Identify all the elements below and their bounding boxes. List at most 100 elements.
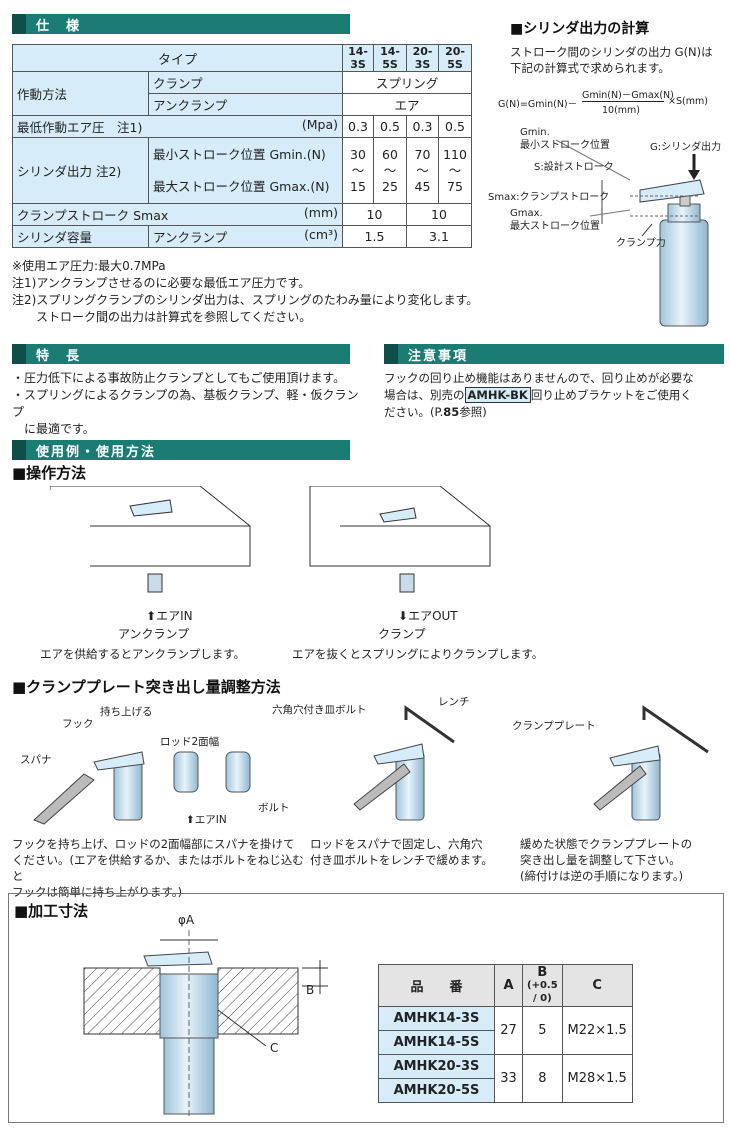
clamp-force-label: クランプ力 xyxy=(616,238,666,249)
stroke-label: クランプストローク Smax (mm) xyxy=(12,203,343,226)
caption-line: 緩めた状態でクランププレートの xyxy=(520,837,693,851)
table-row: アンクランプ エア xyxy=(13,93,472,116)
note-line: 注2)スプリングクランプのシリンダ出力は、スプリングのたわみ量により変化します。 xyxy=(12,293,479,307)
clamp-value: スプリング xyxy=(342,71,472,94)
gmin-text: Gmin. xyxy=(520,127,550,138)
plate-section-right xyxy=(217,967,299,1035)
unclamp-description: エアを供給するとアンクランプします。 xyxy=(40,647,246,661)
type-header: タイプ xyxy=(12,44,343,72)
header-marker xyxy=(12,440,26,460)
formula-fraction-line xyxy=(582,101,664,102)
usage-section-header: 使用例・使用方法 xyxy=(12,440,350,460)
cylinder-bottom-left xyxy=(147,573,163,593)
spec-notes: ※使用エア圧力:最大0.7MPa 注1)アンクランプさせるのに必要な最低エア圧力… xyxy=(12,258,502,326)
design-stroke-label: S:設計ストローク xyxy=(534,162,614,173)
feature-item: ・スプリングによるクランプの為、基板クランプ、軽・仮クランプ xyxy=(12,388,359,419)
header-marker xyxy=(384,344,398,364)
hex-bolt-label: 六角穴付き皿ボルト xyxy=(272,704,367,716)
output-cell: 70～45 xyxy=(406,137,439,204)
table-row: AMHK14-3S 27 5 M22×1.5 xyxy=(378,1006,633,1055)
pressure-value: 0.5 xyxy=(438,115,472,138)
header-marker xyxy=(12,344,26,364)
gmax-label: 最大ストローク位置 Gmax.(N) xyxy=(153,178,330,194)
hook-label: フック xyxy=(62,718,94,730)
hook-2 xyxy=(373,743,425,765)
clamp-stroke-label: Smax:クランプストローク xyxy=(488,192,610,203)
features-section-header: 特 長 xyxy=(12,344,350,364)
min-pressure-text: 最低作動エア圧 注1) xyxy=(17,120,143,135)
min-pressure-unit: (Mpa) xyxy=(301,117,338,132)
formula-right: ×S(mm) xyxy=(668,96,708,107)
spanner-label: スパナ xyxy=(20,754,52,766)
capacity-unit: (cm³) xyxy=(304,227,338,242)
header-marker xyxy=(12,14,26,34)
spanner-1 xyxy=(33,773,95,825)
gmin-value: 30 xyxy=(350,146,366,162)
b-label: B xyxy=(306,983,315,997)
calc-heading: ■シリンダ出力の計算 xyxy=(510,21,650,37)
gmax-text: Gmax. xyxy=(510,208,543,219)
lift-label: 持ち上げる xyxy=(100,706,153,718)
adjust-caption-1: フックを持ち上げ、ロッドの2面幅部にスパナを掛けて ください。(エアを供給するか… xyxy=(12,836,312,900)
plate-left-front xyxy=(90,526,251,567)
gmin-pos-text: 最小ストローク位置 xyxy=(520,140,610,151)
model-20-3s: 20-3S xyxy=(406,44,439,72)
adjust-caption-2: ロッドをスパナで固定し、六角穴 付き皿ボルトをレンチで緩めます。 xyxy=(310,836,510,868)
caution-text-part: ださい。(P. xyxy=(384,405,444,419)
a-header: A xyxy=(494,964,523,1007)
calc-desc-line: 下記の計算式で求められます。 xyxy=(510,61,670,75)
caution-text-part: 場合は、別売の xyxy=(384,388,465,402)
b-tolerance: (+0.5 / 0) xyxy=(527,980,558,1004)
stroke-value: 10 xyxy=(342,203,407,226)
min-pressure-label: 最低作動エア圧 注1) (Mpa) xyxy=(12,115,343,138)
operation-diagram xyxy=(50,486,491,593)
caution-line: ださい。(P.85参照) xyxy=(384,404,726,421)
c-value: M28×1.5 xyxy=(561,1054,633,1103)
note-line: ストローク間の出力は計算式を参照してください。 xyxy=(12,310,312,324)
hook-right xyxy=(379,507,417,523)
cylinder-bottom-right xyxy=(399,573,415,593)
hook-left xyxy=(129,499,173,517)
table-row: 品 番 A B(+0.5 / 0) C xyxy=(378,964,633,1007)
air-in-label: ⬆エアIN xyxy=(146,609,193,623)
feature-item: に最適です。 xyxy=(12,422,95,436)
caution-section-header: 注意事項 xyxy=(384,344,724,364)
leader-line xyxy=(641,223,653,237)
unclamp-label: アンクランプ xyxy=(148,93,343,116)
caption-line: ロッドをスパナで固定し、六角穴 xyxy=(310,837,483,851)
c-value: M22×1.5 xyxy=(561,1006,633,1055)
gmin-value: 110 xyxy=(443,146,467,162)
capacity-value: 1.5 xyxy=(342,225,407,248)
pressure-value: 0.3 xyxy=(406,115,439,138)
plate-section-left xyxy=(83,967,161,1035)
cylinder-2 xyxy=(395,751,425,821)
spanner-3 xyxy=(593,765,647,811)
pressure-value: 0.5 xyxy=(373,115,407,138)
caption-line: 突き出し量を調整して下さい。 xyxy=(520,853,681,867)
cylinder-body xyxy=(659,219,709,327)
part-number: AMHK20-5S xyxy=(378,1078,495,1103)
caption-line: (締付けは逆の手順になります。) xyxy=(520,869,684,883)
cylinder-neck xyxy=(667,203,701,223)
capacity-sub-text: アンクランプ xyxy=(153,230,228,245)
rod-detail-1 xyxy=(173,751,199,793)
rod-width-label: ロッド2面幅 xyxy=(160,736,220,748)
part-number: AMHK14-5S xyxy=(378,1030,495,1055)
adjust-caption-3: 緩めた状態でクランププレートの 突き出し量を調整して下さい。 (締付けは逆の手順… xyxy=(520,836,720,884)
gmax-label-group: Gmax. 最大ストローク位置 xyxy=(510,207,600,233)
table-row: タイプ 14-3S 14-5S 20-3S 20-5S xyxy=(12,44,472,72)
table-row: シリンダ容量 アンクランプ (cm³) 1.5 3.1 xyxy=(12,225,472,248)
gmax-value: 25 xyxy=(382,178,398,194)
operation-heading: ■操作方法 xyxy=(12,464,87,482)
stroke-text: クランプストローク Smax xyxy=(17,208,169,223)
model-14-3s: 14-3S xyxy=(342,44,374,72)
capacity-value: 3.1 xyxy=(406,225,472,248)
unclamp-caption: アンクランプ xyxy=(118,627,190,641)
dimension-table: 品 番 A B(+0.5 / 0) C AMHK14-3S 27 5 M22×1… xyxy=(378,964,633,1103)
b-header-text: B xyxy=(537,965,548,980)
clamp-description: エアを抜くとスプリングによりクランプします。 xyxy=(292,647,544,661)
caution-heading: 注意事項 xyxy=(408,348,469,364)
gmax-value: 45 xyxy=(414,178,431,194)
machining-diagram xyxy=(83,930,328,1118)
